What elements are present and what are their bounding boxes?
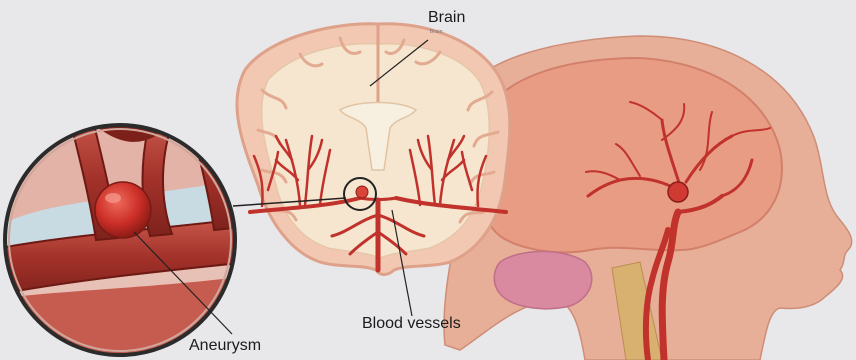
head-side-view — [444, 36, 852, 360]
label-brain: Brain — [428, 9, 465, 27]
aneurysm-coronal — [356, 186, 368, 198]
aneurysm-side — [668, 182, 688, 202]
label-aneurysm: Aneurysm — [189, 337, 261, 355]
label-brain-small: Brain — [430, 29, 443, 35]
brain-lateral — [477, 58, 782, 252]
cerebellum — [494, 252, 592, 309]
label-blood-vessels: Blood vessels — [362, 315, 461, 333]
aneurysm-magnified — [95, 182, 151, 238]
